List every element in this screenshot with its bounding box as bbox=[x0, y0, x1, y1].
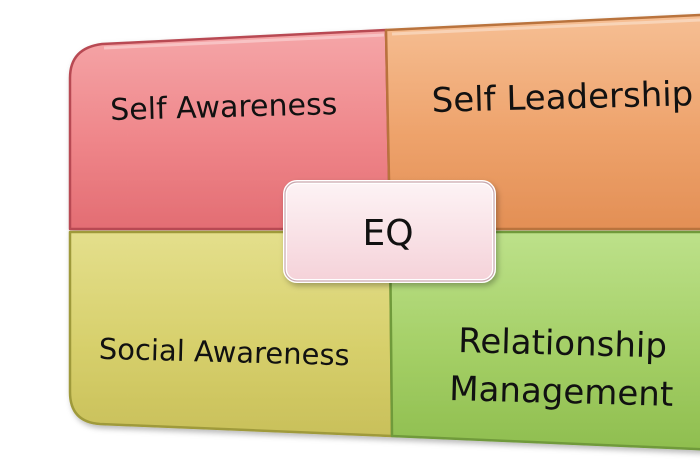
center-eq-label: EQ bbox=[362, 213, 413, 254]
label-social-awareness: Social Awareness bbox=[98, 332, 350, 373]
quadrant-top-right bbox=[384, 13, 700, 231]
center-eq-box-outline bbox=[284, 181, 495, 282]
label-self-leadership: Self Leadership bbox=[431, 74, 694, 121]
label-management: Management bbox=[449, 369, 674, 415]
quadrant-shadow-group bbox=[68, 13, 700, 451]
center-box-group bbox=[283, 180, 496, 283]
top-left-highlight bbox=[103, 33, 385, 50]
label-relationship: Relationship bbox=[458, 321, 668, 366]
label-self-awareness: Self Awareness bbox=[110, 87, 338, 128]
quadrant-bottom-right bbox=[388, 230, 700, 451]
top-right-highlight bbox=[391, 18, 700, 36]
